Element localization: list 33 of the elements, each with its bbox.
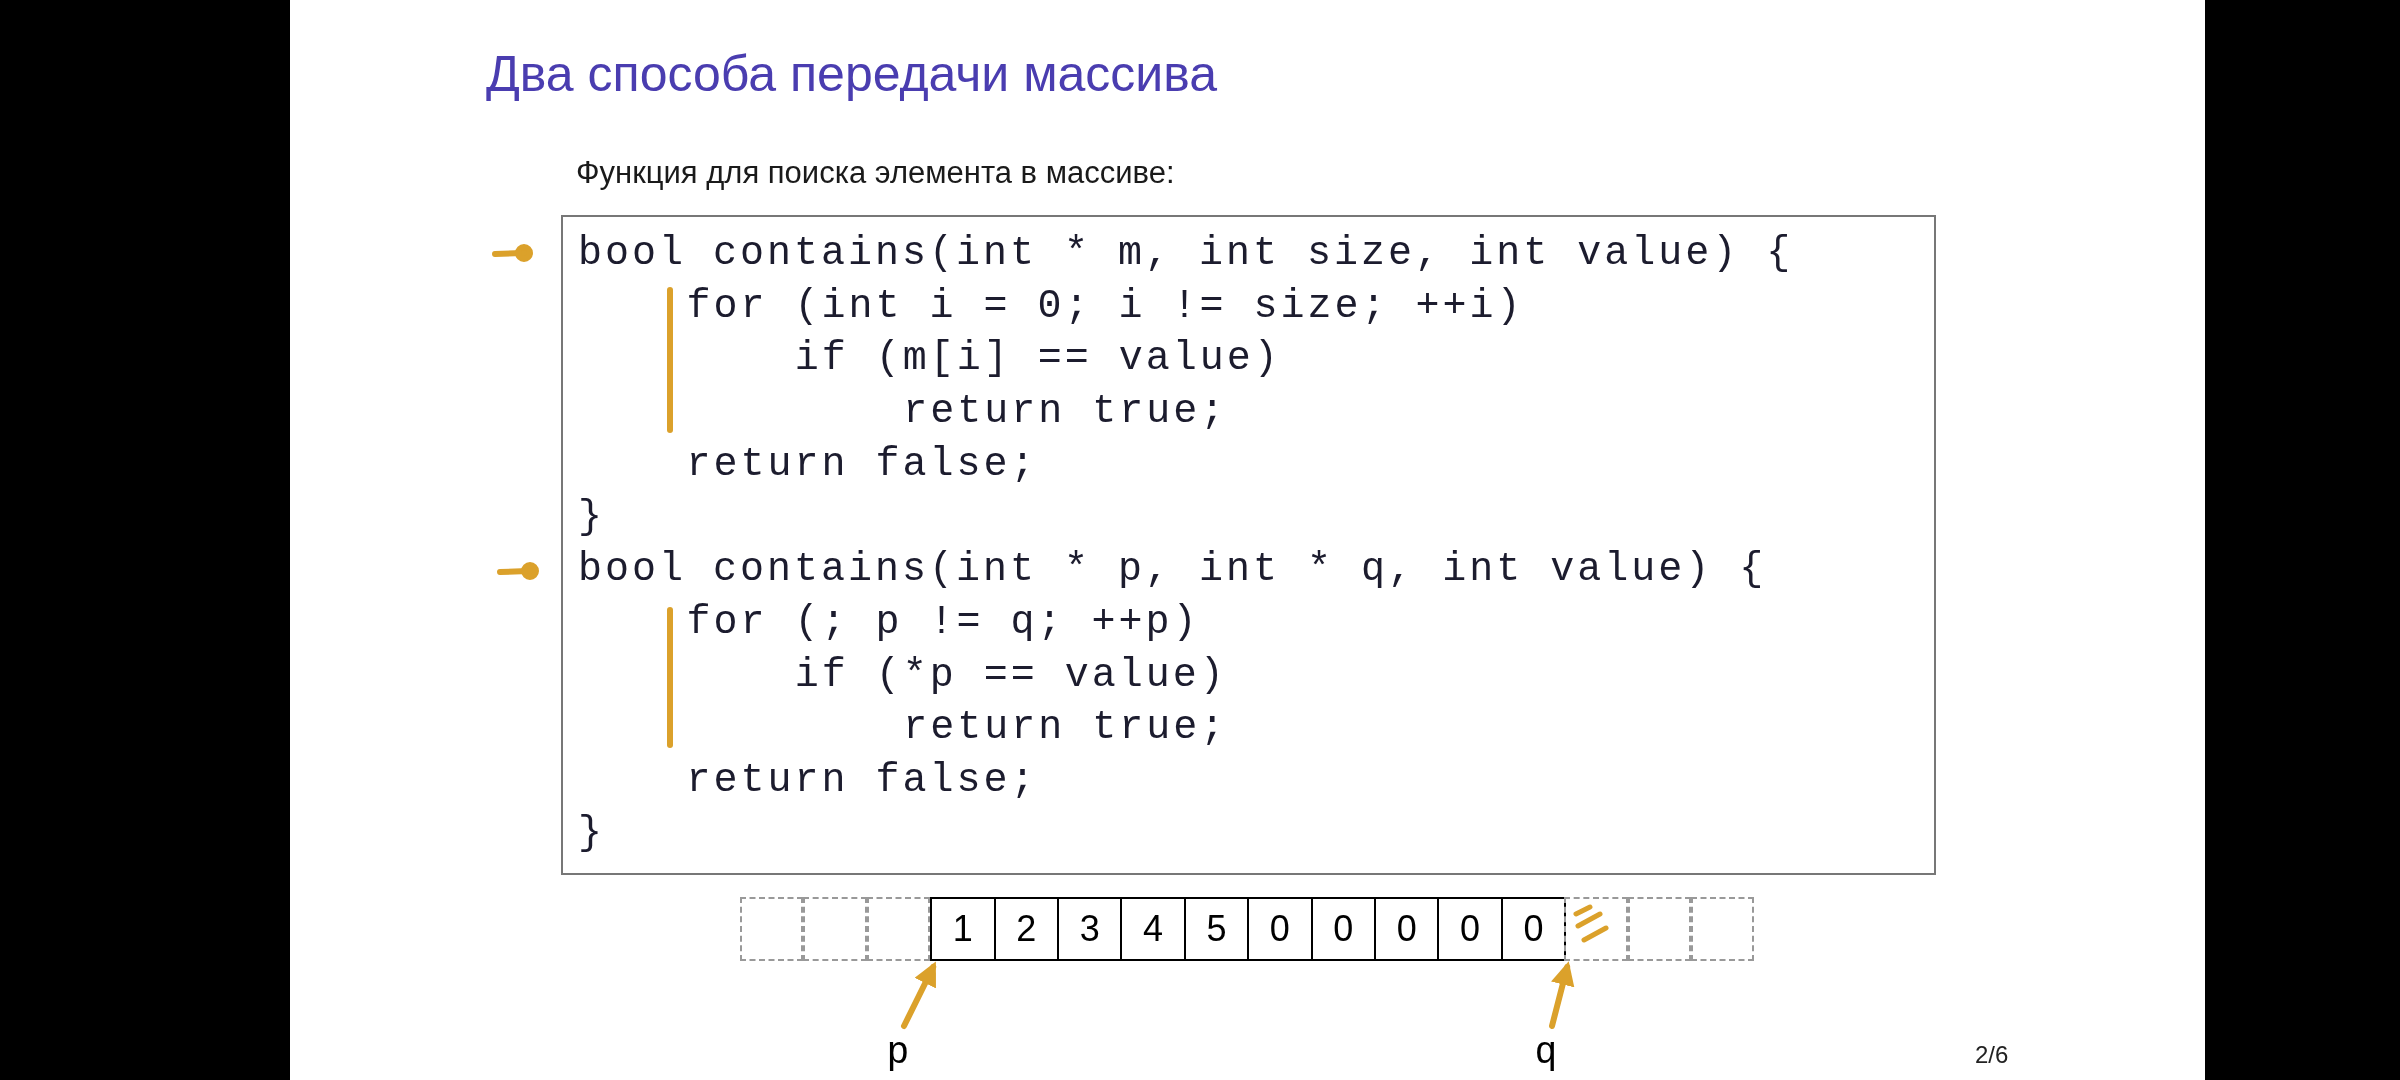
intro-text: Функция для поиска элемента в массиве: xyxy=(576,154,1175,192)
array-cell: 4 xyxy=(1120,897,1186,961)
empty-memory-cell xyxy=(740,897,804,961)
code-line: return false; xyxy=(686,757,1038,805)
array-cell: 0 xyxy=(1310,897,1376,961)
code-line: for (; p != q; ++p) xyxy=(686,598,1200,647)
code-line: bool contains(int * p, int * q, int value) { xyxy=(578,546,1767,595)
pointer-label: q xyxy=(1528,1030,1564,1074)
array-cell: 0 xyxy=(1500,897,1567,961)
code-line: } xyxy=(578,493,605,542)
code-line: bool contains(int * m, int size, int value) { xyxy=(578,230,1794,278)
array-cell: 3 xyxy=(1057,897,1123,961)
empty-memory-cell xyxy=(1691,897,1755,961)
array-cell: 1 xyxy=(930,897,996,961)
array-cell: 0 xyxy=(1437,897,1503,961)
array-cell: 0 xyxy=(1374,897,1440,961)
code-line: } xyxy=(578,809,605,858)
empty-memory-cell xyxy=(1627,897,1691,961)
array-cell: 0 xyxy=(1247,897,1313,961)
empty-memory-cell xyxy=(803,897,867,961)
arrow xyxy=(1549,961,1575,1029)
code-line: return true; xyxy=(903,388,1228,437)
slide-title: Два способа передачи массива xyxy=(486,45,1218,104)
array-cell: 2 xyxy=(993,897,1059,961)
code-line: for (int i = 0; i != size; ++i) xyxy=(686,282,1524,331)
code-line: if (m[i] == value) xyxy=(794,335,1281,384)
code-line: return false; xyxy=(686,440,1038,489)
page-number: 2/6 xyxy=(1975,1040,2009,1070)
pointer-label: p xyxy=(880,1030,916,1074)
arrow xyxy=(901,961,937,1029)
code-line: if (*p == value) xyxy=(794,651,1227,700)
array-cell: 5 xyxy=(1183,897,1250,961)
code-line: return true; xyxy=(903,704,1228,753)
